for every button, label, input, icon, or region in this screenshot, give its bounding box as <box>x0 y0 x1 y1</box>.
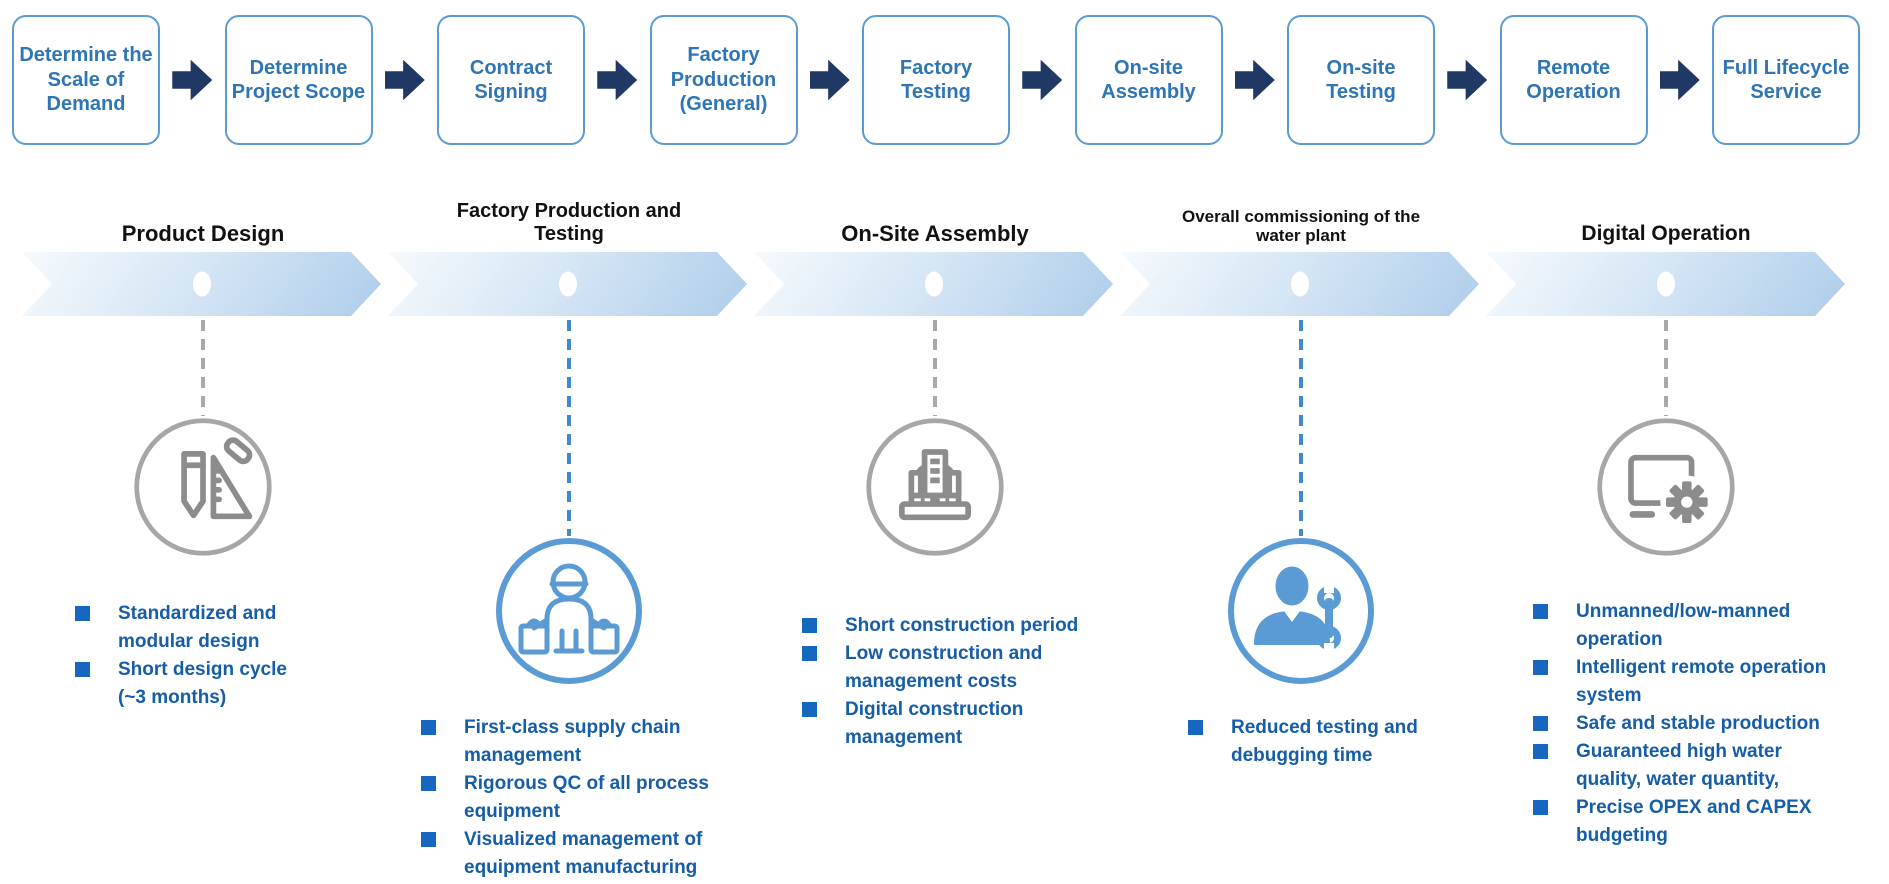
monitor-with-gear-icon <box>1595 416 1737 558</box>
list-item: Guaranteed high water quality, water qua… <box>1533 738 1844 794</box>
phase-bullet-list: Standardized and modular design Short de… <box>75 600 303 712</box>
flow-arrow-icon <box>809 59 850 101</box>
flow-step-factory-production: Factory Production (General) <box>649 15 798 145</box>
top-flow-row: Determine the Scale of Demand Determine … <box>12 15 1860 145</box>
list-item: Rigorous QC of all process equipment <box>421 770 722 826</box>
bullet-square-icon <box>1533 604 1548 619</box>
pencil-and-ruler-icon <box>132 416 274 558</box>
technician-with-wrench-icon <box>1226 536 1376 686</box>
bullet-square-icon <box>421 832 436 847</box>
phase-title: Product Design <box>121 220 285 246</box>
phase-column-onsite-assembly: On-Site Assembly Short construction peri… <box>752 160 1118 884</box>
phase-chevron <box>754 252 1113 316</box>
bullet-square-icon <box>1533 800 1548 815</box>
phase-title: Overall commissioning of the water plant <box>1181 206 1421 246</box>
phase-title: Factory Production and Testing <box>456 200 682 245</box>
dashed-connector <box>201 320 205 416</box>
phase-chevron <box>1120 252 1479 316</box>
list-item: First-class supply chain management <box>421 714 722 770</box>
flow-step-label: Contract Signing <box>469 56 553 103</box>
bullet-square-icon <box>75 662 90 677</box>
list-item: Standardized and modular design <box>75 600 303 656</box>
phase-bullet-list: First-class supply chain management Rigo… <box>421 714 722 882</box>
chevron-dot-icon <box>559 272 577 297</box>
flow-step-label: Factory Testing <box>899 56 973 103</box>
phase-bullet-list: Reduced testing and debugging time <box>1188 714 1436 770</box>
flow-step-remote-operation: Remote Operation <box>1499 15 1648 145</box>
list-item: Intelligent remote operation system <box>1533 654 1844 710</box>
bullet-square-icon <box>421 776 436 791</box>
bullet-square-icon <box>1533 660 1548 675</box>
chevron-dot-icon <box>925 272 943 297</box>
flow-arrow-icon <box>1659 59 1700 101</box>
phase-chevron-band <box>22 252 1845 316</box>
phase-bullet-list: Short construction period Low constructi… <box>802 612 1090 752</box>
list-item: Low construction and management costs <box>802 640 1090 696</box>
phase-column-factory-production-testing: Factory Production and Testing Fir <box>386 160 752 884</box>
flow-arrow-icon <box>1234 59 1275 101</box>
phase-column-overall-commissioning: Overall commissioning of the water plant… <box>1118 160 1484 884</box>
dashed-connector <box>1299 320 1303 536</box>
flow-step-onsite-assembly: On-site Assembly <box>1074 15 1223 145</box>
dashed-connector <box>567 320 571 536</box>
flow-step-label: Determine Project Scope <box>231 56 366 103</box>
bullet-square-icon <box>802 646 817 661</box>
flow-arrow-icon <box>1447 59 1488 101</box>
flow-step-determine-scale: Determine the Scale of Demand <box>12 15 160 145</box>
bullet-square-icon <box>1188 720 1203 735</box>
bullet-square-icon <box>802 618 817 633</box>
flow-arrow-icon <box>172 59 213 101</box>
worker-with-cases-icon <box>494 536 644 686</box>
flow-step-contract-signing: Contract Signing <box>437 15 585 145</box>
phase-chevron <box>1486 252 1845 316</box>
list-item: Precise OPEX and CAPEX budgeting <box>1533 794 1844 850</box>
flow-arrow-icon <box>597 59 638 101</box>
bullet-square-icon <box>75 606 90 621</box>
flow-step-label: Determine the Scale of Demand <box>19 44 153 116</box>
bullet-square-icon <box>1533 744 1548 759</box>
chevron-dot-icon <box>193 272 211 297</box>
list-item: Safe and stable production <box>1533 710 1844 738</box>
phase-bullet-list: Unmanned/low-manned operation Intelligen… <box>1533 598 1844 850</box>
list-item: Visualized management of equipment manuf… <box>421 826 722 882</box>
flow-step-label: Remote Operation <box>1526 56 1621 103</box>
flow-step-label: Factory Production (General) <box>670 44 777 116</box>
flow-step-factory-testing: Factory Testing <box>862 15 1010 145</box>
flow-step-label: On-site Testing <box>1326 56 1396 103</box>
dashed-connector <box>1664 320 1668 416</box>
dashed-connector <box>933 320 937 416</box>
list-item: Short construction period <box>802 612 1090 640</box>
flow-step-label: On-site Assembly <box>1101 56 1196 103</box>
phase-column-digital-operation: Digital Operation <box>1483 160 1849 884</box>
phase-chevron <box>22 252 381 316</box>
flow-step-label: Full Lifecycle Service <box>1722 56 1850 103</box>
phase-title: Digital Operation <box>1581 221 1751 245</box>
list-item: Short design cycle (~3 months) <box>75 656 303 712</box>
bullet-square-icon <box>421 720 436 735</box>
flow-step-onsite-testing: On-site Testing <box>1287 15 1435 145</box>
list-item: Digital construction management <box>802 696 1090 752</box>
phase-chevron <box>388 252 747 316</box>
flow-arrow-icon <box>1022 59 1063 101</box>
bullet-square-icon <box>1533 716 1548 731</box>
chevron-dot-icon <box>1657 272 1675 297</box>
flow-step-project-scope: Determine Project Scope <box>224 15 373 145</box>
phase-title: On-Site Assembly <box>841 220 1029 246</box>
flow-step-full-lifecycle-service: Full Lifecycle Service <box>1712 15 1860 145</box>
chevron-dot-icon <box>1291 272 1309 297</box>
bullet-square-icon <box>802 702 817 717</box>
list-item: Unmanned/low-manned operation <box>1533 598 1844 654</box>
flow-arrow-icon <box>384 59 425 101</box>
list-item: Reduced testing and debugging time <box>1188 714 1436 770</box>
hard-hat-icon <box>864 416 1006 558</box>
phase-column-product-design: Product Design Standardized and modular … <box>20 160 386 884</box>
